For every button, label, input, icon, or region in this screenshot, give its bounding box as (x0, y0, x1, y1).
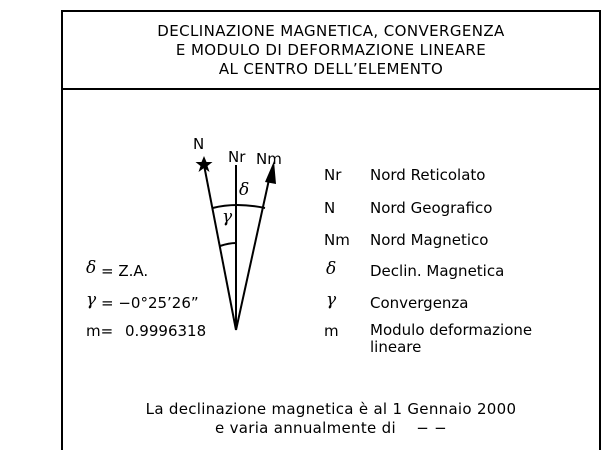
label-n: N (193, 135, 205, 153)
legend-symbol-gamma: γ (326, 290, 337, 310)
legend-text-nm: Nord Magnetico (370, 231, 489, 249)
legend-symbol-delta: δ (326, 259, 337, 279)
legend-symbol-nr: Nr (324, 166, 342, 184)
delta-symbol: δ (86, 258, 97, 278)
legend-text-m: Modulo deformazione (370, 321, 533, 339)
delta-arc (212, 204, 266, 209)
legend-text-gamma: Convergenza (370, 294, 469, 312)
legend-text-n: Nord Geografico (370, 199, 493, 217)
title-line-1: DECLINAZIONE MAGNETICA, CONVERGENZA (157, 21, 505, 40)
diagram-frame: DECLINAZIONE MAGNETICA, CONVERGENZA E MO… (61, 10, 601, 450)
legend-text-delta: Declin. Magnetica (370, 262, 505, 280)
legend-symbol-m: m (324, 322, 339, 340)
legend-text-m-line2: lineare (370, 338, 422, 356)
m-value: 0.9996318 (125, 322, 207, 340)
note-line-2: e varia annualmente di − − (214, 419, 448, 437)
arrow-head-icon (265, 161, 276, 184)
legend-text-nr: Nord Reticolato (370, 166, 486, 184)
note-line-1: La declinazione magnetica è al 1 Gennaio… (145, 400, 517, 418)
gamma-value: = −0°25’26” (101, 294, 199, 312)
m-label: m= (86, 322, 114, 340)
gamma-symbol: γ (86, 290, 97, 310)
gamma-arc (219, 242, 237, 247)
label-nm: Nm (256, 150, 282, 168)
title-block: DECLINAZIONE MAGNETICA, CONVERGENZA E MO… (63, 12, 599, 90)
title-line-3: AL CENTRO DELL’ELEMENTO (218, 59, 444, 78)
label-delta: δ (239, 180, 250, 200)
legend-symbol-n: N (324, 199, 336, 217)
magnetic-north-line (235, 174, 271, 331)
title-line-2: E MODULO DI DEFORMAZIONE LINEARE (175, 40, 487, 59)
delta-value: = Z.A. (101, 262, 149, 280)
label-nr: Nr (228, 148, 246, 166)
star-icon (195, 156, 213, 172)
label-gamma: γ (222, 207, 233, 227)
geographic-north-line (203, 164, 237, 331)
legend-symbol-nm: Nm (324, 231, 350, 249)
